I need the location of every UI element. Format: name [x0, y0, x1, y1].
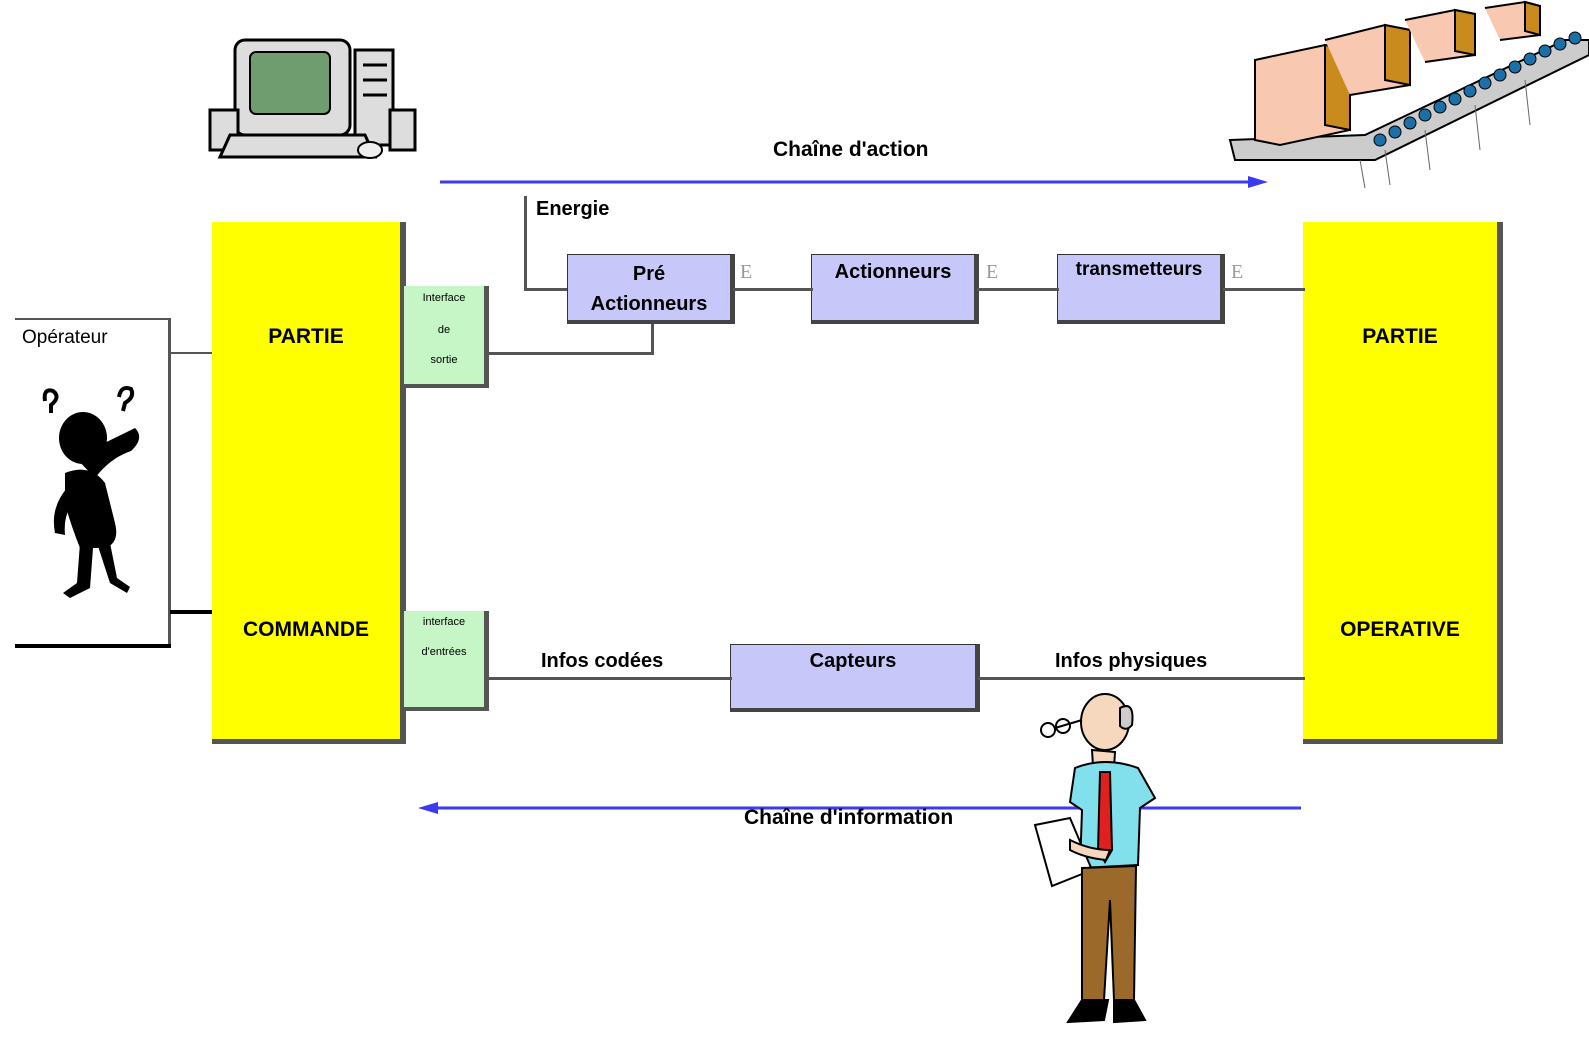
- energie-line-horizontal: [524, 288, 570, 291]
- operator-frame-bottom: [15, 644, 171, 648]
- chain-action-arrow: [440, 176, 1268, 188]
- operator-label: Opérateur: [22, 327, 108, 348]
- partie-operative-bottom-label: OPERATIVE: [1340, 618, 1460, 641]
- infos-physiques-label: Infos physiques: [1055, 650, 1208, 672]
- chain-action-label: Chaîne d'action: [773, 138, 929, 161]
- interface-sortie-box: Interface de sortie: [404, 286, 489, 388]
- operator-frame-right: [168, 318, 171, 648]
- interface-entrees-line2: d'entrées: [421, 646, 467, 659]
- link-actionneurs-to-transmetteurs: [977, 288, 1059, 291]
- interface-sortie-line2: de: [437, 324, 451, 337]
- interface-sortie-line1: Interface: [422, 292, 466, 304]
- computer-icon: [208, 38, 417, 159]
- infos-codees-label: Infos codées: [541, 650, 664, 672]
- transmetteurs-label: transmetteurs: [1075, 259, 1203, 280]
- partie-operative-top-label: PARTIE: [1362, 325, 1438, 348]
- capteurs-box: Capteurs: [730, 644, 980, 712]
- link-capteurs-to-operative: [978, 677, 1305, 680]
- actionneurs-label: Actionneurs: [834, 261, 952, 283]
- output-link-horizontal: [487, 352, 654, 355]
- energy-marker-3: E: [1231, 261, 1244, 283]
- partie-commande-top-label: PARTIE: [268, 325, 344, 348]
- capteurs-label: Capteurs: [809, 650, 897, 672]
- output-link-vertical: [651, 320, 654, 355]
- interface-entrees-box: interface d'entrées: [404, 611, 489, 711]
- partie-operative-block: PARTIE OPERATIVE: [1303, 222, 1503, 744]
- link-transmetteurs-to-operative: [1223, 288, 1305, 291]
- link-interface-to-capteurs: [487, 677, 732, 680]
- energy-marker-1: E: [740, 261, 753, 283]
- operator-link-top: [170, 352, 214, 354]
- energie-line-vertical: [524, 196, 527, 291]
- interface-entrees-line1: interface: [422, 616, 466, 628]
- energy-marker-2: E: [986, 261, 999, 283]
- interface-sortie-line3: sortie: [430, 354, 458, 367]
- actionneurs-box: Actionneurs: [811, 254, 979, 324]
- chain-information-arrow: [418, 802, 1301, 814]
- operator-link-bottom: [170, 610, 214, 614]
- partie-commande-block: PARTIE COMMANDE: [212, 222, 406, 744]
- pre-actionneurs-line1: Pré: [632, 263, 666, 285]
- operator-frame-top: [15, 318, 170, 320]
- pre-actionneurs-line2: Actionneurs: [590, 293, 708, 315]
- energie-label: Energie: [536, 198, 610, 220]
- partie-commande-bottom-label: COMMANDE: [243, 618, 369, 641]
- chain-information-label: Chaîne d'information: [744, 806, 954, 829]
- link-pre-to-actionneurs: [733, 288, 813, 291]
- pre-actionneurs-box: Pré Actionneurs: [567, 254, 735, 324]
- conveyor-icon: [1228, 0, 1589, 189]
- transmetteurs-box: transmetteurs: [1057, 254, 1225, 324]
- confused-operator-icon: [42, 386, 140, 598]
- engineer-icon: [1033, 693, 1157, 1024]
